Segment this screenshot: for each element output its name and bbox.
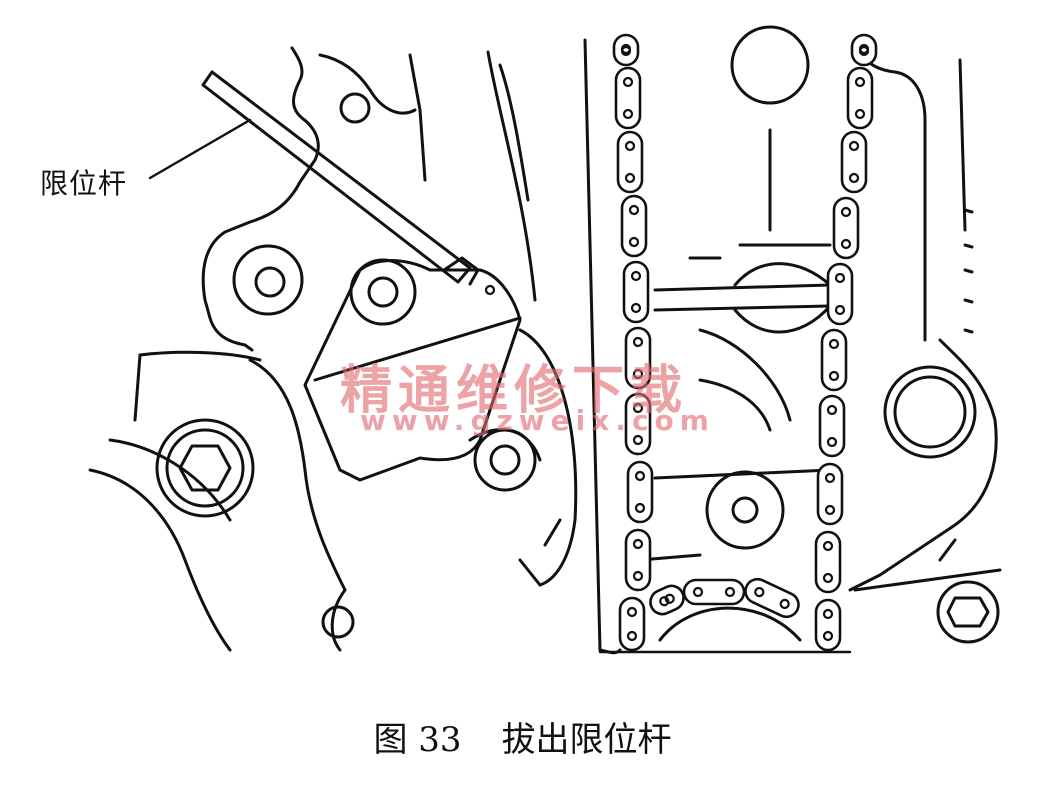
chain-pin: [634, 502, 646, 514]
chain-pin: [826, 436, 838, 448]
chain-guides: [583, 38, 832, 655]
watermark-name: 精通维修下载: [340, 360, 689, 421]
hex-bolt-left: [155, 418, 255, 518]
chain-pin: [626, 630, 638, 642]
timing-chain-bottom: [649, 577, 802, 642]
figure-title: 拔出限位杆: [501, 720, 672, 760]
chain-pin: [848, 140, 860, 152]
chain-pin: [834, 272, 846, 284]
stopper-pin: [201, 70, 480, 286]
chain-pin: [632, 336, 644, 348]
chain-pin: [822, 630, 834, 642]
chain-pin: [822, 540, 834, 552]
stopper-pin-label: 限位杆: [40, 167, 128, 200]
chain-pin: [634, 470, 646, 482]
figure-number: 图 33: [373, 720, 462, 760]
chain-pin: [854, 108, 866, 120]
chain-pin: [622, 76, 634, 88]
chain-pin: [824, 504, 836, 516]
chain-pins: [620, 43, 870, 642]
chain-pin: [628, 204, 640, 216]
chain-pin: [626, 606, 638, 618]
chain-pin: [828, 370, 840, 382]
chain-pin: [692, 586, 704, 598]
chain-pin: [724, 586, 736, 598]
chain-pin: [630, 302, 642, 314]
right-housing: [848, 38, 1002, 592]
chain-pin: [624, 172, 636, 184]
chain-pin: [840, 238, 852, 250]
chain-pin: [659, 596, 670, 607]
chain-pin: [632, 538, 644, 550]
timing-chain-right: [814, 33, 878, 652]
chain-pin: [858, 45, 870, 57]
chain-pin: [779, 598, 790, 610]
chain-pin: [848, 172, 860, 184]
sprockets: [705, 25, 1000, 644]
chain-pin: [754, 586, 765, 598]
chain-pin: [854, 76, 866, 88]
chain-pin: [632, 402, 644, 414]
chain-pin: [840, 206, 852, 218]
timing-chain-left: [612, 33, 654, 652]
chain-pin: [630, 270, 642, 282]
chain-pin: [826, 404, 838, 416]
chain-pin: [628, 236, 640, 248]
chain-pin: [834, 304, 846, 316]
watermark-url: www.gzweix.com: [360, 404, 715, 437]
chain-pin: [664, 593, 675, 604]
chain-pin: [622, 108, 634, 120]
chain-pin: [624, 140, 636, 152]
chain-pin: [632, 570, 644, 582]
chain-pin: [822, 572, 834, 584]
figure-caption: 图 33 拔出限位杆: [0, 712, 1045, 761]
chain-pin: [822, 608, 834, 620]
chain-pin: [632, 368, 644, 380]
housing-bolt-holes: [232, 92, 371, 639]
chain-pin: [620, 45, 632, 57]
chain-pin: [632, 434, 644, 446]
label-leader-line: [148, 118, 252, 180]
chain-pin: [824, 472, 836, 484]
chain-tensioner: [303, 258, 542, 492]
chain-pin: [828, 338, 840, 350]
